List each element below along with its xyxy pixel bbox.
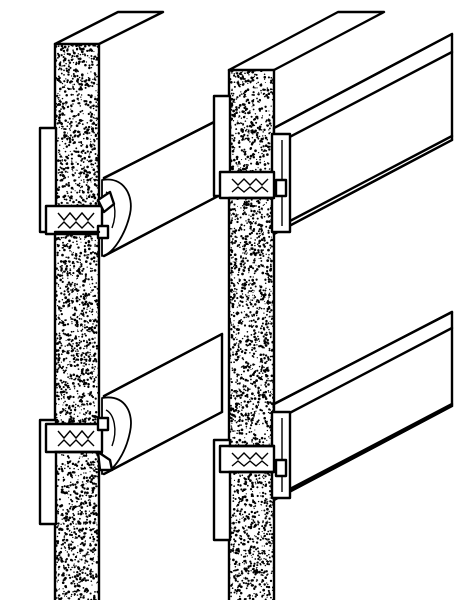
left-panel-stipple-core [55,44,99,600]
left-lower-clip-spine [44,422,104,454]
right-lower-joint-clip [212,438,276,542]
right-lower-clip-spine [218,444,276,474]
right-panel-top-face [227,10,386,72]
right-upper-joint-clip [212,94,276,200]
right-upper-clip-spine [218,170,276,200]
left-upper-clip-spine [44,204,104,236]
left-lower-bulb-trim [101,332,224,476]
left-lower-joint-clip [38,230,114,526]
left-upper-bulb-trim [101,116,224,258]
left-panel-assembly [38,10,224,600]
right-upper-flat-trim [270,32,454,236]
left-upper-joint-clip [38,126,116,240]
right-panel-stipple-core [229,70,274,600]
right-lower-flat-trim [270,310,454,502]
left-panel-top-face [53,10,165,46]
right-panel-assembly [212,10,454,600]
